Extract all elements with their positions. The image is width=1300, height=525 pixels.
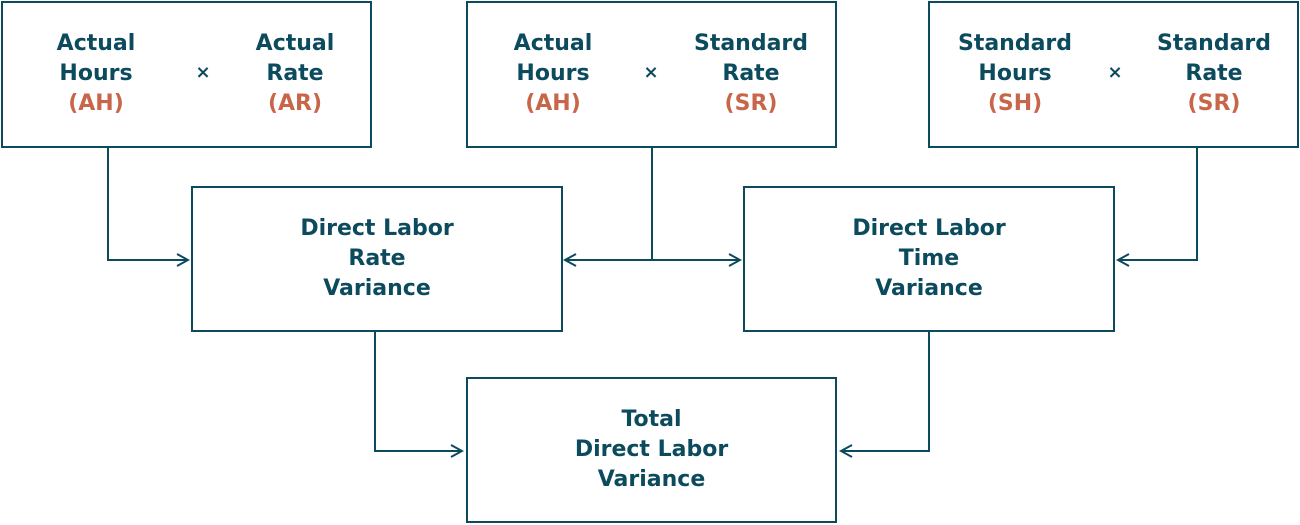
- factor-actual-hours: Actual Hours (AH): [56, 31, 136, 116]
- multiply-sign: ×: [195, 62, 211, 83]
- formula-box-sh-sr: Standard Hours (SH) × Standard Rate (SR): [928, 1, 1299, 148]
- rate-variance-label: Direct Labor Rate Variance: [300, 216, 454, 301]
- total-variance-label: Total Direct Labor Variance: [574, 407, 729, 492]
- time-variance-box: Direct Labor Time Variance: [743, 186, 1115, 332]
- factor-actual-hours: Actual Hours (AH): [513, 31, 593, 116]
- arrow-rate-variance-to-total: [374, 331, 462, 451]
- arrow-time-variance-to-total: [841, 331, 930, 451]
- factor-standard-rate: Standard Rate (SR): [693, 31, 809, 116]
- multiply-sign: ×: [1107, 62, 1123, 83]
- arrow-ah-ar-to-rate-variance: [107, 147, 188, 260]
- formula-box-ah-ar: Actual Hours (AH) × Actual Rate (AR): [1, 1, 372, 148]
- total-variance-box: Total Direct Labor Variance: [466, 377, 837, 523]
- formula-box-ah-sr: Actual Hours (AH) × Standard Rate (SR): [466, 1, 837, 148]
- factor-standard-rate: Standard Rate (SR): [1156, 31, 1272, 116]
- arrow-sh-sr-to-time-variance: [1118, 147, 1198, 260]
- multiply-sign: ×: [643, 62, 659, 83]
- time-variance-label: Direct Labor Time Variance: [852, 216, 1006, 301]
- factor-standard-hours: Standard Hours (SH): [957, 31, 1073, 116]
- rate-variance-box: Direct Labor Rate Variance: [191, 186, 563, 332]
- factor-actual-rate: Actual Rate (AR): [255, 31, 335, 116]
